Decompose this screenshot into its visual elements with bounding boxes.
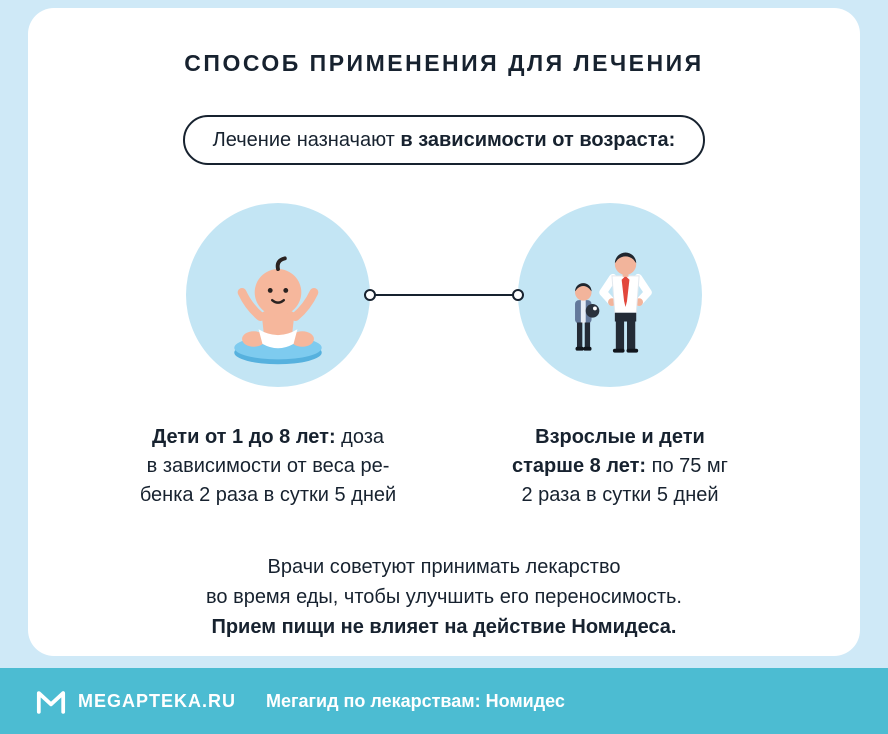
infographic-card: СПОСОБ ПРИМЕНЕНИЯ ДЛЯ ЛЕЧЕНИЯ Лечение на… [28, 8, 860, 656]
text-line: бенка 2 раза в сутки 5 дней [139, 484, 397, 506]
subtitle-bold-text: в зависимости от возраста: [400, 129, 676, 151]
baby-icon [234, 256, 322, 365]
text-line: Врачи советуют принимать лекарство [267, 556, 621, 578]
text-line: во время еды, чтобы улучшить его перенос… [205, 586, 682, 608]
adults-dose-text: по 75 мг [646, 455, 728, 477]
text-line: Прием пищи не влияет на действие Номидес… [211, 616, 677, 638]
adult-child-figure-circle [518, 203, 702, 387]
adults-dosage-text: Взрослые и дети старше 8 лет: по 75 мг 2… [455, 423, 785, 510]
footer-bar: MEGAPTEKA.RU Мегагид по лекарствам: Номи… [0, 668, 888, 734]
text-line: 2 раза в сутки 5 дней [521, 484, 719, 506]
age-groups-figures [186, 203, 702, 387]
doctor-advice-note: Врачи советуют принимать лекарство во вр… [206, 552, 682, 642]
connector-line [364, 289, 524, 301]
footer-caption: Мегагид по лекарствам: Номидес [266, 690, 565, 711]
text-line: старше 8 лет: по 75 мг [455, 452, 785, 481]
children-age-label: Дети от 1 до 8 лет: [151, 426, 336, 448]
brand-name: MEGAPTEKA.RU [78, 690, 237, 711]
adults-age-label-2: старше 8 лет: [512, 455, 647, 477]
baby-figure-circle [186, 203, 370, 387]
adults-age-label-1: Взрослые и дети [535, 426, 705, 448]
text-line: в зависимости от веса ре- [146, 455, 390, 477]
children-dosage-text: Дети от 1 до 8 лет: доза в зависимости о… [103, 423, 433, 510]
dosage-texts-row: Дети от 1 до 8 лет: доза в зависимости о… [28, 423, 860, 510]
megapteka-logo-icon [36, 690, 66, 714]
page-title: СПОСОБ ПРИМЕНЕНИЯ ДЛЯ ЛЕЧЕНИЯ [184, 50, 704, 76]
text-line: Взрослые и дети [455, 423, 785, 452]
children-dose-text: доза [335, 426, 385, 448]
subtitle-regular-text: Лечение назначают [212, 129, 401, 151]
man-and-child-icon [575, 252, 652, 353]
text-line: Дети от 1 до 8 лет: доза [103, 423, 433, 452]
subtitle-pill: Лечение назначают в зависимости от возра… [182, 115, 706, 165]
